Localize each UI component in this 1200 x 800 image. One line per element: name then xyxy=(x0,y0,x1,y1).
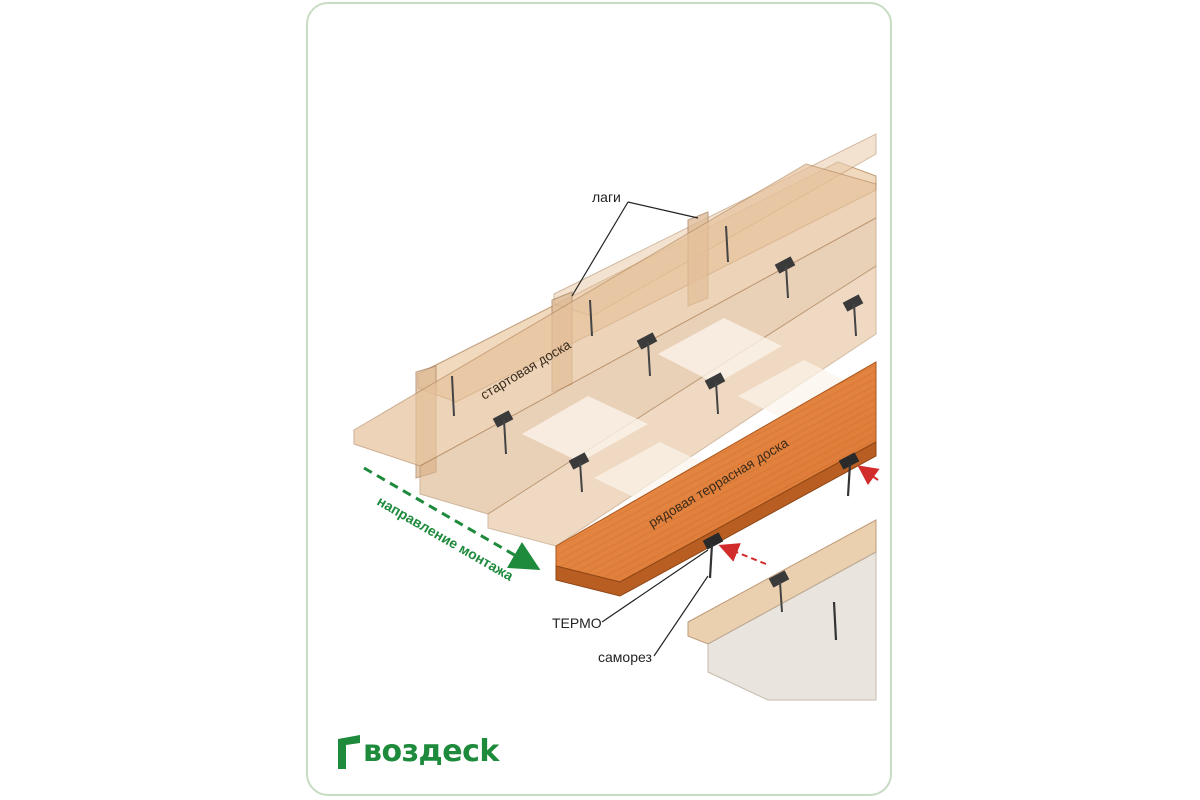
row-board-grain xyxy=(556,362,876,582)
fasteners-group xyxy=(451,225,864,641)
leader-lines xyxy=(571,201,709,657)
clip-2 xyxy=(568,452,590,493)
label-screw: саморез xyxy=(598,649,652,665)
clip-lower xyxy=(768,570,790,613)
screw-post-1 xyxy=(451,375,455,417)
clip-6 xyxy=(842,294,864,337)
label-joists: лаги xyxy=(592,189,621,205)
direction-arrow xyxy=(363,466,541,571)
decking-installation-diagram: лаги стартовая доска рядовая террасная д… xyxy=(353,133,880,701)
gap-3 xyxy=(594,442,718,506)
row-board-edge xyxy=(555,441,877,597)
joist-lower-side xyxy=(707,551,877,701)
leader-screw xyxy=(653,575,709,657)
leader-joists-1 xyxy=(571,201,629,297)
clip-1 xyxy=(492,410,514,455)
row-board-group xyxy=(555,361,877,597)
illustration-card: лаги стартовая доска рядовая террасная д… xyxy=(306,2,892,796)
gap-2 xyxy=(658,318,782,384)
brand-logo: воздеck xyxy=(336,730,499,774)
clip-termo-main xyxy=(702,532,724,579)
insert-arrow-1 xyxy=(718,543,767,565)
brand-logo-text: воздеck xyxy=(363,734,499,769)
screw-lower-right xyxy=(832,601,838,641)
gap-1 xyxy=(522,396,648,462)
screw-post-2 xyxy=(589,299,593,337)
ghost-boards-group xyxy=(353,163,877,547)
clip-3 xyxy=(636,332,658,377)
ghost-board-3 xyxy=(487,265,877,547)
label-clip: ТЕРМО xyxy=(552,615,602,631)
clip-termo-right xyxy=(838,452,860,497)
insert-arrow-2 xyxy=(857,465,880,486)
gap-4 xyxy=(738,360,860,424)
clip-5 xyxy=(774,256,796,299)
leader-joists-2 xyxy=(627,201,699,219)
brand-logo-mark-icon xyxy=(338,735,360,769)
clip-4 xyxy=(704,372,726,415)
leader-clip xyxy=(601,549,709,623)
screw-post-3 xyxy=(725,225,729,263)
